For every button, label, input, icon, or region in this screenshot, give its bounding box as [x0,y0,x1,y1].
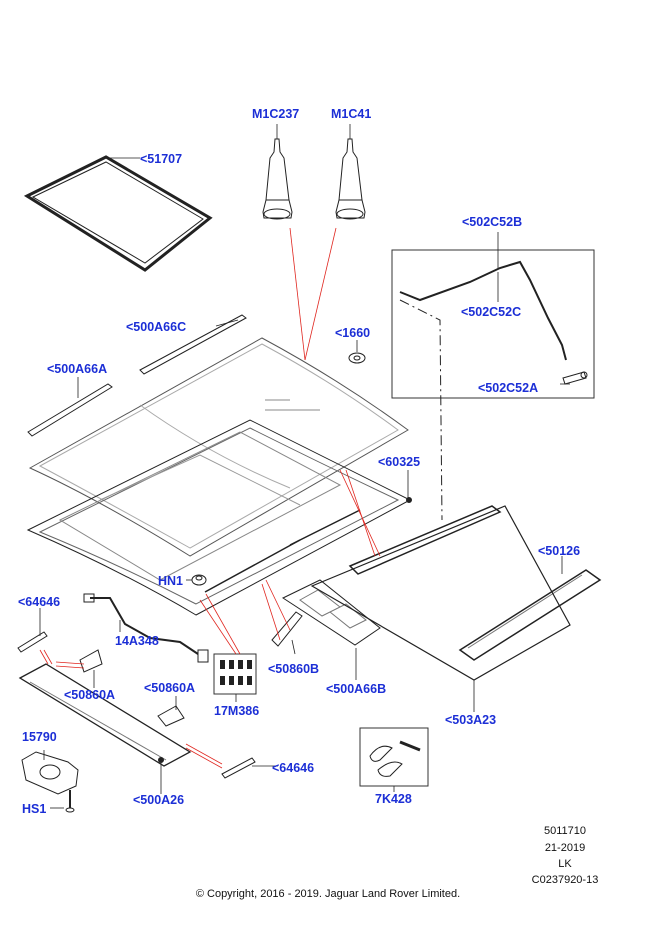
callout-500a66b[interactable]: <500A66B [326,682,387,696]
callout-14a348[interactable]: 14A348 [115,634,159,648]
callout-m1c237[interactable]: M1C237 [252,107,300,121]
callout-502c52a[interactable]: <502C52A [478,381,539,395]
meta-code-2: 21-2019 [544,842,586,854]
rail-50126 [348,505,602,661]
screws-17m386 [213,653,257,695]
callout-17m386[interactable]: 17M386 [214,704,260,718]
meta-code-1: 5011710 [543,825,586,837]
drain-tube-502c52b [399,260,567,361]
deflector-500a66b [281,579,381,646]
strip-500a66c [139,314,247,375]
seal-503a23 [310,505,571,681]
strip-500a66a [27,383,113,437]
callout-503a23[interactable]: <503A23 [445,713,497,727]
callout-51707[interactable]: <51707 [140,152,183,166]
callout-50860a-mid[interactable]: <50860A [144,681,196,695]
callout-500a66c[interactable]: <500A66C [126,320,187,334]
callout-7k428[interactable]: 7K428 [375,792,412,806]
callout-50860b[interactable]: <50860B [268,662,320,676]
callout-hs1[interactable]: HS1 [22,802,47,816]
callout-64646-bottom[interactable]: <64646 [272,761,315,775]
glass-seal-51707 [23,155,213,272]
bracket-50860a-left [79,649,103,673]
callout-500a26[interactable]: <500A26 [133,793,185,807]
callout-15790[interactable]: 15790 [22,730,57,744]
drain-tube-box [391,249,595,399]
nut-hn1 [191,574,207,586]
meta-code-4: C0237920-13 [531,874,599,886]
bracket-50860b [271,611,303,647]
rail-500a26 [18,663,192,767]
callout-hn1[interactable]: HN1 [158,574,184,588]
callout-64646-top[interactable]: <64646 [18,595,61,609]
sealant-tube-m1c237 [262,138,293,220]
sunroof-frame [26,419,412,616]
meta-code-3: LK [558,858,572,870]
callout-m1c41[interactable]: M1C41 [331,107,372,121]
motor-15790 [21,751,79,813]
strip-64646-top [17,631,48,653]
sealant-tube-m1c41 [335,138,366,220]
copyright-notice: © Copyright, 2016 - 2019. Jaguar Land Ro… [195,888,461,900]
grommet-1660 [348,352,366,364]
callout-60325[interactable]: <60325 [378,455,421,469]
callout-502c52b[interactable]: <502C52B [462,215,523,229]
clips-7k428 [359,727,429,787]
callout-500a66a[interactable]: <500A66A [47,362,108,376]
strip-64646-bottom [221,757,256,779]
callout-502c52c[interactable]: <502C52C [461,305,522,319]
glass-panel [28,337,409,557]
callout-1660[interactable]: <1660 [335,326,371,340]
harness-14a348 [90,597,199,655]
callout-50126[interactable]: <50126 [538,544,581,558]
callout-50860a-left[interactable]: <50860A [64,688,116,702]
bracket-50860a-mid [157,705,185,727]
